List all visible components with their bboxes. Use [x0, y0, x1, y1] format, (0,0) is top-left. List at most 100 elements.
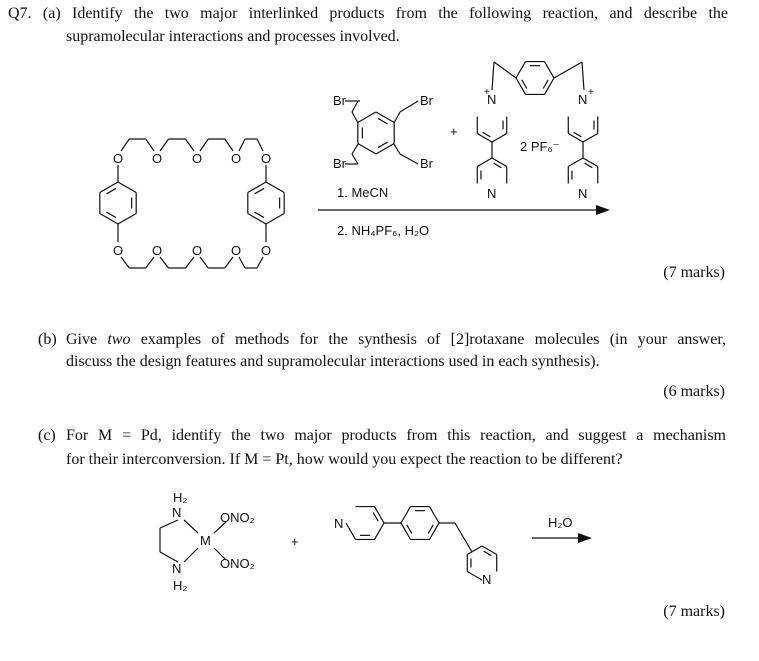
bond [482, 131, 491, 138]
crown-oxygen: O [152, 243, 162, 258]
bond [106, 211, 117, 219]
amine-n: N [172, 561, 181, 576]
crown-oxygen: O [113, 243, 123, 258]
bond [145, 138, 155, 152]
bond [185, 138, 195, 152]
bond [543, 77, 555, 95]
bond [224, 256, 234, 269]
crown-oxygen: O [261, 151, 271, 166]
bond [483, 550, 492, 557]
bond [357, 111, 377, 124]
part-c-line-2: for their interconversion. If M = Pt, ho… [66, 451, 623, 468]
bond [553, 61, 583, 79]
bond [238, 138, 246, 152]
bond [493, 61, 517, 79]
br-label: Br [420, 93, 434, 108]
bond [582, 132, 599, 143]
bond [399, 153, 419, 165]
bond [159, 138, 169, 152]
bond [466, 570, 483, 581]
part-b-line-1: Give two examples of methods for the syn… [66, 330, 726, 350]
bond [185, 256, 195, 269]
bond [183, 519, 199, 534]
plus-sign: + [450, 124, 458, 139]
bond [373, 522, 385, 540]
crown-oxygen: O [231, 243, 241, 258]
part-a-marks: (7 marks) [663, 264, 725, 281]
charge-plus: + [484, 87, 490, 98]
counterion-label: 2 PF₆⁻ [520, 139, 560, 154]
bond [120, 256, 130, 269]
part-a-line-1: Q7. (a) Identify the two major interlink… [8, 4, 728, 24]
bond [521, 79, 528, 89]
nitrate-label: ONO₂ [220, 556, 255, 571]
part-b-marks: (6 marks) [663, 383, 725, 400]
bond [466, 545, 483, 556]
part-a-line-2: supramolecular interactions and processe… [66, 28, 400, 45]
charge-plus: + [588, 87, 594, 98]
bond [351, 143, 359, 155]
bond [99, 181, 119, 194]
bond [199, 138, 209, 152]
bond [377, 117, 388, 125]
bond [357, 142, 377, 155]
bond [145, 256, 155, 269]
bond [256, 256, 264, 269]
bond [238, 256, 246, 269]
bond [99, 212, 119, 225]
pyridine-n: N [578, 186, 587, 201]
bond [567, 132, 584, 143]
bond [399, 100, 419, 113]
part-b-text-a: Give [66, 331, 108, 348]
bond [247, 212, 267, 225]
crown-oxygen: O [231, 151, 241, 166]
bond [106, 187, 117, 195]
bond [199, 256, 209, 269]
bond [224, 138, 234, 152]
bond [213, 547, 227, 561]
bond [428, 506, 440, 524]
atom-labels: Br Br Br Br + N + N + N N 2 PF₆⁻ 1. MeCN… [113, 87, 594, 593]
bond [481, 545, 498, 556]
bond [256, 138, 264, 152]
bond [567, 157, 584, 168]
bond [120, 138, 130, 152]
bond [377, 141, 388, 149]
bond [427, 524, 434, 534]
bond [265, 212, 285, 225]
bond [515, 61, 527, 79]
bond [491, 157, 508, 168]
bond [573, 131, 582, 138]
part-b-line-2: discuss the design features and supramol… [66, 353, 600, 370]
bond [372, 512, 379, 522]
part-a-label: (a) [42, 5, 61, 22]
bond [254, 211, 265, 219]
part-c-line-1: For M = Pd, identify the two major produ… [66, 427, 726, 444]
reaction-arrow-head [578, 533, 592, 543]
reagent-label: H₂O [548, 515, 573, 530]
crown-oxygen: O [261, 243, 271, 258]
step-1-label: 1. MeCN [337, 185, 388, 200]
bond [543, 61, 555, 79]
bond [542, 79, 549, 89]
bond [159, 551, 179, 563]
bond [375, 111, 395, 124]
pyridinium-n: N [578, 92, 587, 107]
bond [254, 187, 265, 195]
pyridinium-n: N [487, 92, 496, 107]
bond [400, 522, 412, 540]
metal-label: M [200, 533, 211, 548]
bond [159, 519, 179, 529]
amine-n: N [172, 505, 181, 520]
plus-sign: + [291, 534, 299, 549]
bond [351, 100, 359, 113]
crown-oxygen: O [192, 151, 202, 166]
bond [117, 212, 137, 225]
bond [476, 157, 493, 168]
question-number: Q7. [8, 5, 32, 22]
bond [491, 61, 495, 91]
part-b-emphasis: two [107, 331, 131, 348]
bond [454, 522, 473, 553]
bond [265, 181, 285, 194]
